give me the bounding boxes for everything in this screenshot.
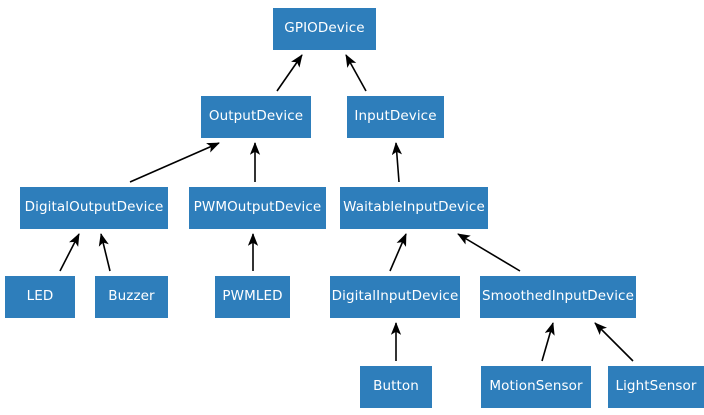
class-node-label: MotionSensor bbox=[489, 378, 583, 395]
class-node-outputdevice[interactable]: OutputDevice bbox=[201, 96, 311, 138]
class-node-label: DigitalInputDevice bbox=[331, 288, 459, 305]
class-node-lightsensor[interactable]: LightSensor bbox=[608, 366, 704, 408]
class-node-label: LED bbox=[26, 288, 54, 305]
class-node-label: LightSensor bbox=[615, 378, 697, 395]
class-node-buzzer[interactable]: Buzzer bbox=[95, 276, 168, 318]
class-node-label: WaitableInputDevice bbox=[343, 199, 485, 216]
class-node-label: Button bbox=[373, 378, 419, 395]
class-node-motionsensor[interactable]: MotionSensor bbox=[481, 366, 591, 408]
class-node-waitableinputdevice[interactable]: WaitableInputDevice bbox=[340, 187, 488, 229]
class-node-label: SmoothedInputDevice bbox=[482, 288, 634, 305]
class-node-smoothedinputdevice[interactable]: SmoothedInputDevice bbox=[480, 276, 636, 318]
class-node-label: GPIODevice bbox=[284, 20, 365, 37]
class-node-label: OutputDevice bbox=[208, 108, 304, 125]
class-node-label: Buzzer bbox=[108, 288, 155, 305]
class-node-led[interactable]: LED bbox=[5, 276, 75, 318]
class-node-label: InputDevice bbox=[354, 108, 437, 125]
class-node-digitaloutputdevice[interactable]: DigitalOutputDevice bbox=[20, 187, 168, 229]
class-node-label: PWMLED bbox=[222, 288, 283, 305]
class-node-pwmled[interactable]: PWMLED bbox=[215, 276, 290, 318]
class-node-button[interactable]: Button bbox=[360, 366, 432, 408]
class-node-pwmoutputdevice[interactable]: PWMOutputDevice bbox=[189, 187, 326, 229]
class-node-label: DigitalOutputDevice bbox=[24, 199, 164, 216]
class-node-inputdevice[interactable]: InputDevice bbox=[347, 96, 444, 138]
class-node-label: PWMOutputDevice bbox=[193, 199, 322, 216]
class-node-gpiodevice[interactable]: GPIODevice bbox=[273, 8, 376, 50]
class-node-digitalinputdevice[interactable]: DigitalInputDevice bbox=[330, 276, 460, 318]
